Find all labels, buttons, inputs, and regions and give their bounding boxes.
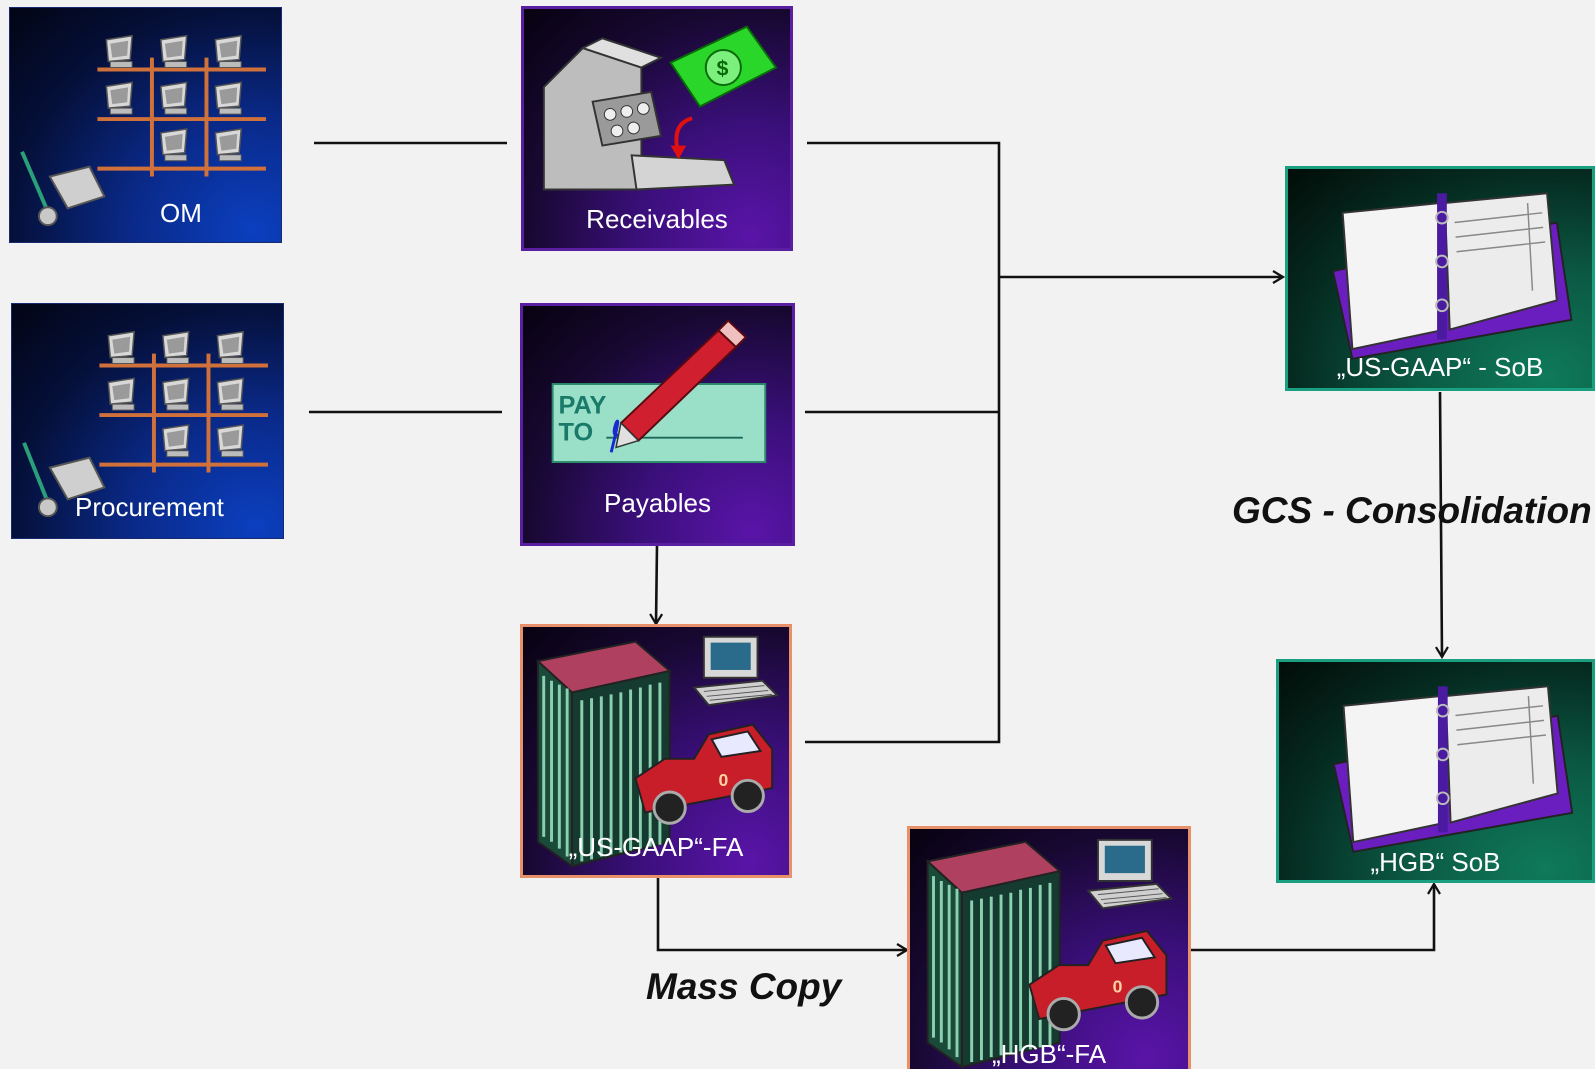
receivables-label: Receivables	[586, 204, 728, 234]
procurement-node[interactable]: Procurement	[11, 303, 284, 539]
hgb-fa-to-hgb-sob-arrow	[1190, 884, 1434, 952]
receivables-to-bus-line	[805, 141, 1001, 744]
svg-text:TO: TO	[559, 419, 594, 447]
gcs-consolidation-annotation: GCS - Consolidation	[1232, 490, 1592, 531]
us-gaap-sob-node[interactable]: „US-GAAP“ - SoB	[1285, 166, 1595, 391]
hgb-sob-label: „HGB“ SoB	[1370, 847, 1501, 877]
check-signing-icon: PAY TO	[551, 319, 767, 464]
mass-copy-annotation: Mass Copy	[646, 966, 842, 1007]
procurement-label: Procurement	[75, 492, 224, 522]
svg-text:PAY: PAY	[559, 391, 607, 419]
hgb-fa-node[interactable]: „HGB“-FA	[907, 826, 1191, 1069]
us-gaap-fa-node[interactable]: „US-GAAP“-FA	[520, 624, 792, 878]
us-gaap-fa-label: „US-GAAP“-FA	[568, 832, 744, 862]
payables-to-us-gaap-fa-arrow	[656, 544, 657, 624]
computer-grid-icon	[22, 331, 268, 518]
payables-node[interactable]: PAY TO Payables	[520, 303, 795, 546]
payables-label: Payables	[604, 488, 711, 518]
us-gaap-sob-label: „US-GAAP“ - SoB	[1336, 352, 1544, 382]
hgb-sob-node[interactable]: „HGB“ SoB	[1276, 659, 1595, 883]
computer-grid-icon	[20, 35, 266, 227]
hgb-fa-label: „HGB“-FA	[991, 1039, 1107, 1069]
fixed-assets-icon	[926, 838, 1173, 1069]
receivables-node[interactable]: $ Receivables	[521, 6, 793, 251]
om-label: OM	[160, 198, 202, 228]
om-node[interactable]: OM	[9, 7, 282, 243]
cash-register-icon: $	[542, 25, 778, 191]
svg-text:$: $	[717, 56, 729, 80]
us-gaap-fa-to-hgb-fa-arrow	[656, 878, 907, 950]
